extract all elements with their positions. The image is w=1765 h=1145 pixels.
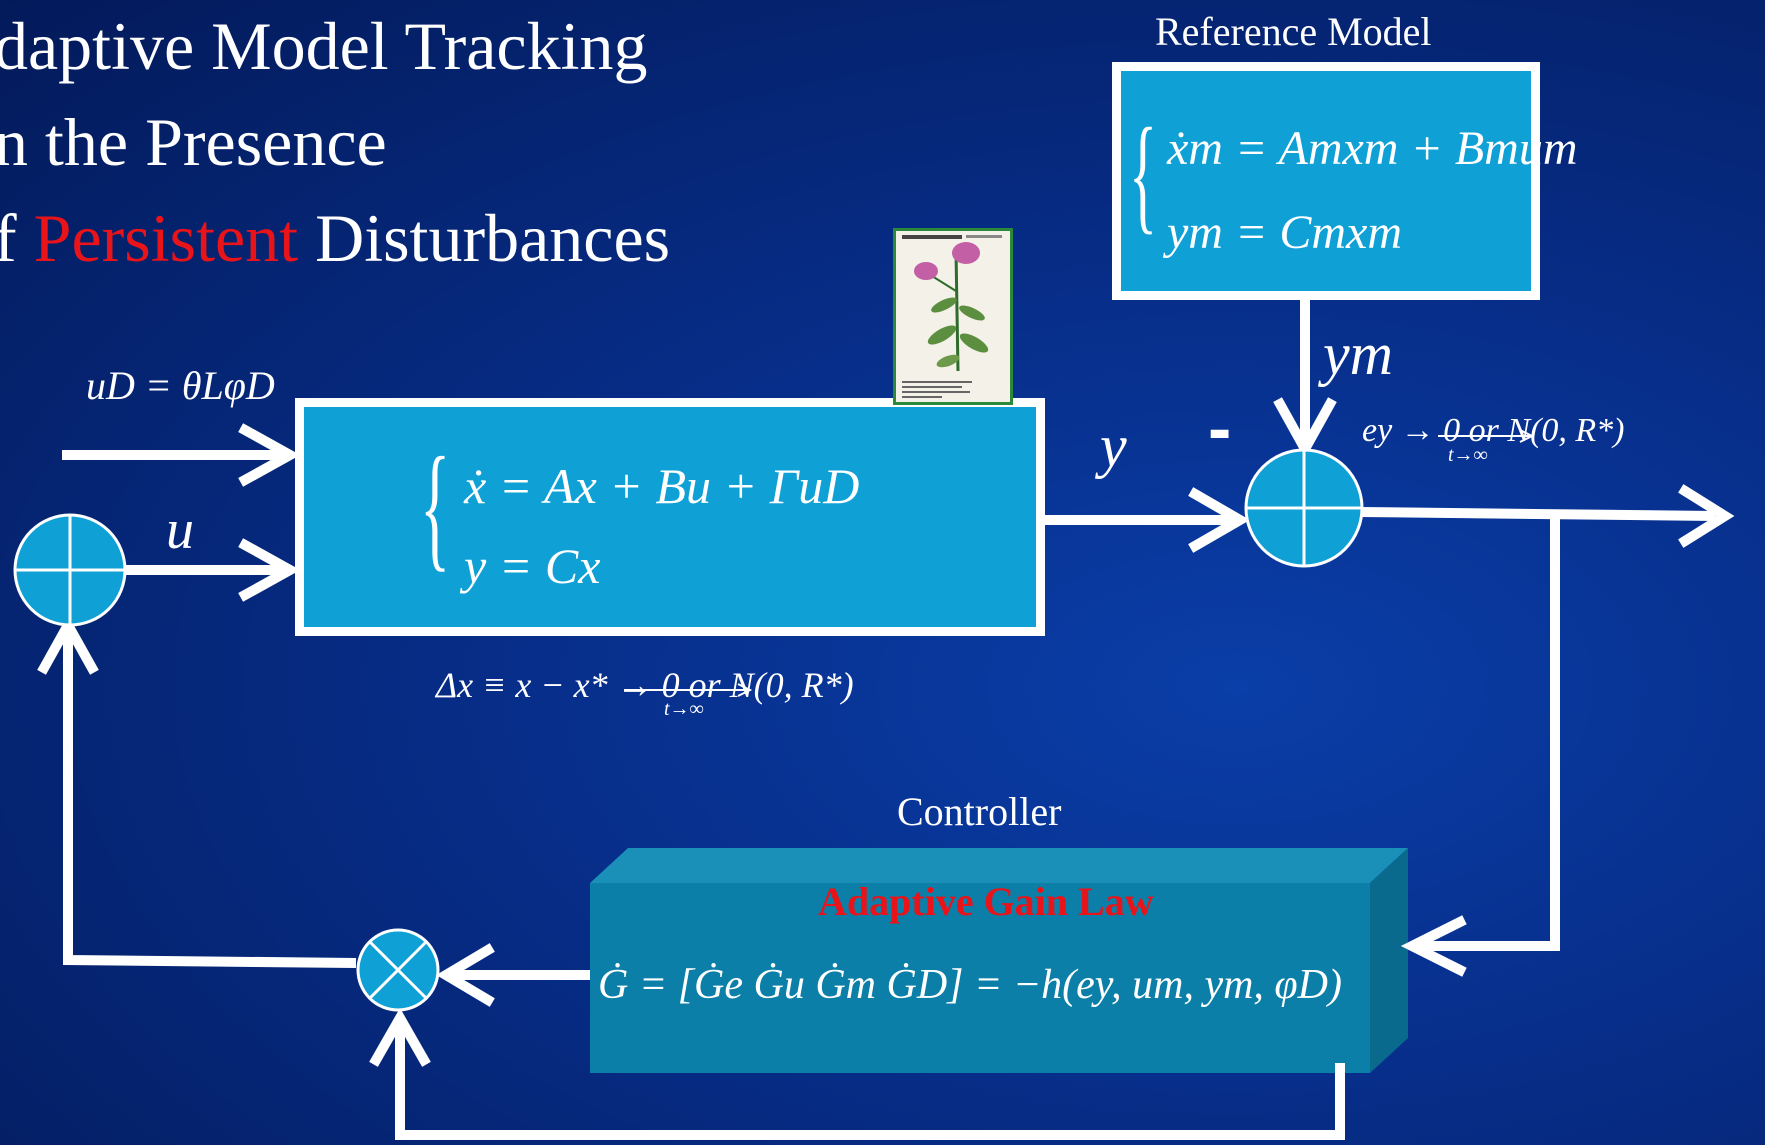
reference-model-brace: { [1129, 102, 1158, 246]
wild-bergamot-flower-illustration [893, 228, 1013, 405]
error-summing-junction-icon [1244, 448, 1364, 568]
flower-drawing-icon [902, 235, 1002, 398]
control-feedback-line [63, 625, 357, 968]
error-convergence-label: ey → 0 or N(0, R*) [1362, 412, 1625, 449]
control-signal-u-label: u [166, 499, 194, 561]
controller-title: Adaptive Gain Law [818, 879, 1154, 924]
state-convergence-limit: t→∞ [664, 698, 704, 720]
minus-sign: - [1208, 389, 1232, 467]
reference-model-label: Reference Model [1155, 9, 1432, 54]
multiplier-junction-icon [356, 928, 440, 1012]
disturbance-signal-label: uD = θLφD [86, 363, 275, 408]
title-line-2: n the Presence [0, 104, 387, 180]
reference-model-eq-state: ẋm = Amxm + Bmum [1167, 122, 1578, 175]
plant-output-y-label: y [1100, 413, 1127, 479]
reference-output-ym-label: ym [1323, 321, 1393, 387]
plant-eq-state: ẋ = Ax + Bu + ΓuD [464, 458, 860, 514]
plant-box: { ẋ = Ax + Bu + ΓuD y = Cx [295, 398, 1045, 636]
error-output-arrow [1359, 507, 1716, 521]
error-convergence-limit: t→∞ [1448, 444, 1488, 466]
controller-label: Controller [897, 789, 1062, 834]
input-summing-junction-icon [13, 513, 127, 627]
title-line-3: f Persistent Disturbances [0, 200, 671, 276]
title-highlight-persistent: Persistent [33, 200, 299, 276]
state-convergence-label: Δx ≡ x − x* → 0 or N(0, R*) [436, 665, 854, 705]
plant-eq-output: y = Cx [464, 538, 601, 594]
controller-box: Adaptive Gain Law Ġ = [Ġe Ġu Ġm ĠD] = −h… [590, 879, 1370, 1073]
plant-brace: { [420, 429, 451, 584]
reference-model-eq-output: ym = Cmxm [1167, 206, 1403, 259]
error-feedback-line [1420, 516, 1560, 951]
title-line-1: daptive Model Tracking [0, 8, 648, 84]
gain-feedback-loop [395, 1025, 1345, 1140]
reference-model-box: { ẋm = Amxm + Bmum ym = Cmxm [1112, 62, 1577, 300]
adaptive-gain-law-equation: Ġ = [Ġe Ġu Ġm ĠD] = −h(ey, um, ym, φD) [598, 962, 1342, 1008]
